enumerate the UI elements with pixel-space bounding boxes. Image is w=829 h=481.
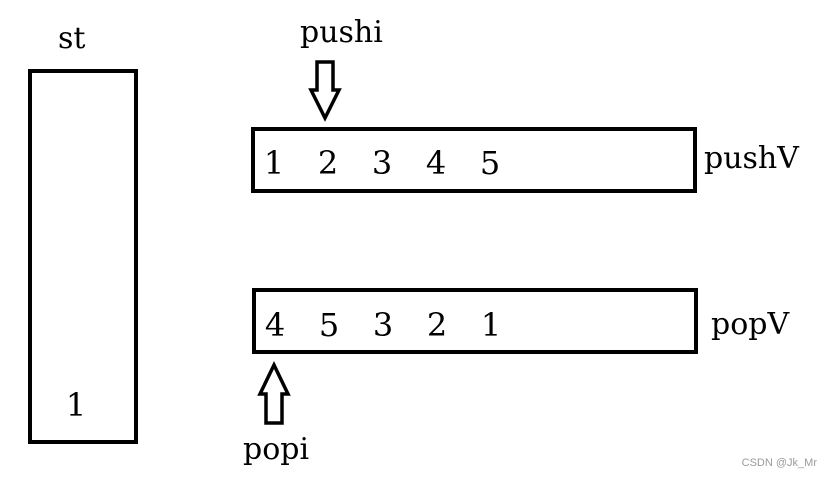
- push-array-label: pushV: [704, 141, 799, 176]
- push-pointer-down-arrow-icon: [308, 60, 342, 122]
- push-pointer-label: pushi: [300, 15, 383, 50]
- push-array-cell: 3: [371, 144, 393, 182]
- push-array-box: 1 2 3 4 5: [251, 127, 697, 193]
- stack-box: 1: [28, 69, 138, 444]
- pop-array-cell: 3: [372, 306, 394, 344]
- pop-array-box: 4 5 3 2 1: [252, 288, 698, 354]
- stack-item: 1: [65, 386, 87, 424]
- pop-array-cell: 2: [426, 306, 448, 344]
- pop-pointer-label: popi: [243, 432, 310, 467]
- push-array-cell: 4: [425, 144, 447, 182]
- pop-array-label: popV: [711, 307, 790, 342]
- watermark: CSDN @Jk_Mr: [741, 457, 817, 469]
- pop-array-cell: 1: [480, 306, 502, 344]
- push-array-cell: 2: [317, 144, 339, 182]
- push-array-cell: 1: [263, 144, 285, 182]
- pop-array-cell: 5: [318, 306, 340, 344]
- pop-array-cell: 4: [264, 306, 286, 344]
- stack-label: st: [58, 21, 86, 56]
- push-array-cell: 5: [479, 144, 501, 182]
- pop-pointer-up-arrow-icon: [257, 360, 291, 425]
